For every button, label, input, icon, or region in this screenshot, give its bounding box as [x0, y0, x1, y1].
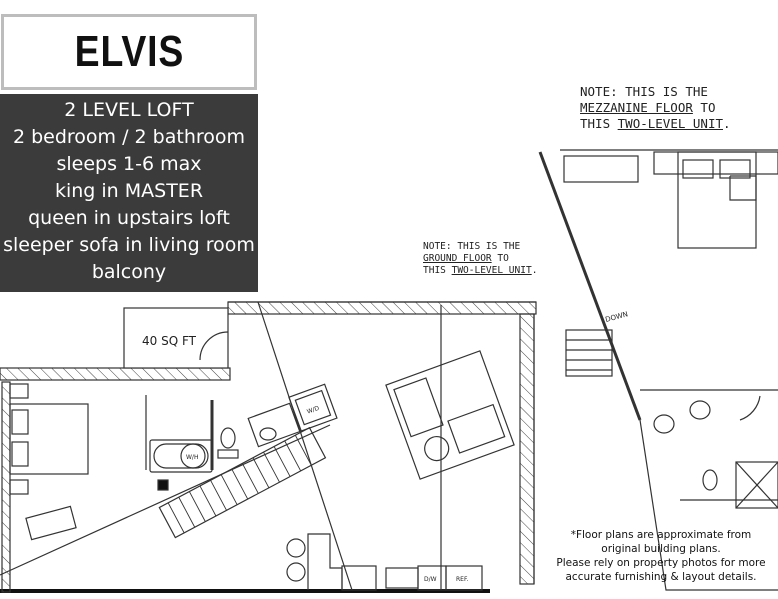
king-bed — [9, 383, 89, 541]
disclaimer-line: Please rely on property photos for more — [556, 557, 766, 569]
unit-info-panel: 2 LEVEL LOFT 2 bedroom / 2 bathroom slee… — [0, 94, 258, 292]
unit-title-box: ELVIS — [1, 14, 257, 90]
bathroom: W/H — [145, 395, 239, 473]
washer-dryer-label: W/D — [306, 405, 321, 416]
note-floor: MEZZANINE FLOOR — [580, 100, 693, 115]
info-line: 2 bedroom / 2 bathroom — [12, 126, 246, 148]
mezzanine-floor-plan: DOWN — [538, 149, 778, 591]
ground-floor-plan: 40 SQ FT W/H — [0, 301, 537, 593]
refrigerator-label: REF. — [456, 576, 468, 583]
note-end: . — [723, 116, 731, 131]
ground-floor-note: NOTE: THIS IS THE GROUND FLOOR TO THIS T… — [423, 241, 537, 277]
unit-title: ELVIS — [74, 27, 184, 76]
kitchen: D/W REF. — [286, 533, 483, 591]
mezzanine-note: NOTE: THIS IS THE MEZZANINE FLOOR TO THI… — [580, 84, 731, 132]
disclaimer-line: original building plans. — [601, 543, 721, 555]
ground-stairs — [158, 426, 327, 539]
disclaimer-line: *Floor plans are approximate from — [570, 529, 752, 541]
info-line: king in MASTER — [54, 180, 204, 202]
sectional-sofa — [385, 350, 515, 480]
note-this: THIS — [423, 265, 452, 276]
queen-bed — [677, 151, 757, 249]
note-this: THIS — [580, 116, 618, 131]
water-heater-label: W/H — [186, 454, 198, 461]
note-to: TO — [491, 253, 509, 264]
note-unit: TWO-LEVEL UNIT — [451, 265, 532, 276]
note-unit: TWO-LEVEL UNIT — [617, 116, 723, 131]
stairs-down-label: DOWN — [604, 310, 628, 324]
balcony-area-label: 40 SQ FT — [142, 334, 197, 348]
info-line: sleeper sofa in living room — [3, 234, 255, 256]
info-line: sleeps 1-6 max — [56, 153, 202, 175]
info-line: balcony — [91, 261, 167, 283]
washer-dryer: W/D — [288, 383, 338, 432]
info-line: 2 LEVEL LOFT — [64, 99, 194, 121]
disclaimer-line: accurate furnishing & layout details. — [565, 571, 757, 583]
note-end: . — [531, 265, 538, 276]
info-line: queen in upstairs loft — [28, 207, 230, 229]
dishwasher-label: D/W — [424, 576, 437, 583]
note-line: NOTE: THIS IS THE — [580, 84, 708, 99]
note-line: NOTE: THIS IS THE — [423, 241, 521, 252]
note-floor: GROUND FLOOR — [423, 253, 492, 264]
disclaimer: *Floor plans are approximate from origin… — [546, 528, 776, 584]
note-to: TO — [692, 100, 716, 115]
